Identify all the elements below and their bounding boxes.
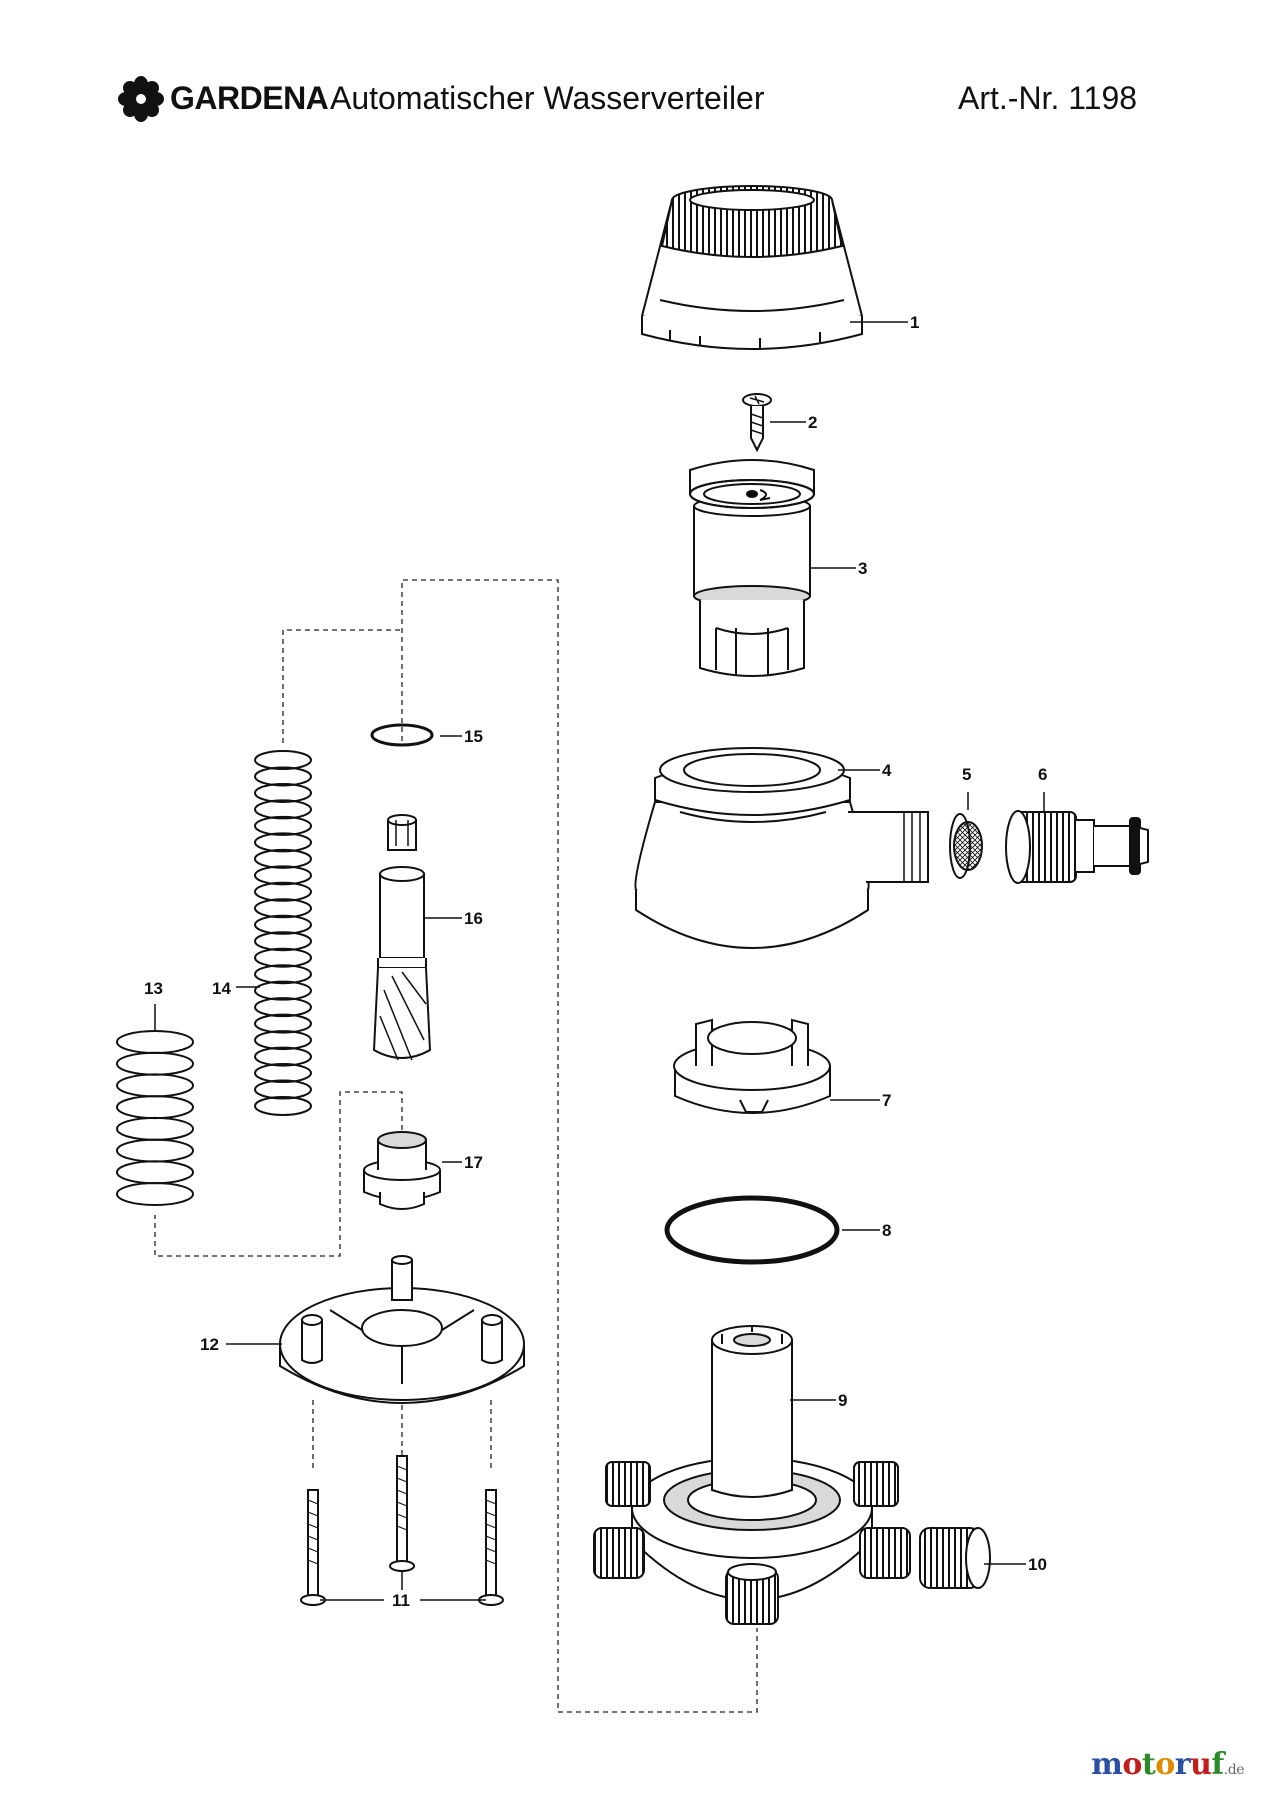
screw-right: [478, 1489, 504, 1606]
spring13-coil: [116, 1160, 194, 1185]
spring13-coil: [116, 1116, 194, 1141]
spring13-coil: [116, 1051, 194, 1076]
callout-labels: 1 2 3 4 5 6 7 8 9 10 11 12 13 14 15 16 1…: [144, 313, 1047, 1610]
callout-14: 14: [212, 979, 231, 998]
part-5-filter: [949, 813, 983, 879]
callout-16: 16: [464, 909, 483, 928]
spring14-coil: [254, 799, 312, 820]
part-15-o-ring: [370, 723, 434, 747]
spring14-coil: [254, 848, 312, 869]
spring13-coil: [116, 1073, 194, 1098]
part-14-spring: [254, 750, 312, 1116]
spring14-coil: [254, 1013, 312, 1034]
spring14-coil: [254, 997, 312, 1018]
watermark-text: motoruf: [1091, 1747, 1224, 1782]
part-9-base-distributor: [593, 1325, 911, 1625]
spring14-coil: [254, 766, 312, 787]
brand-name: GARDENA: [170, 80, 329, 116]
spring14-coil: [254, 964, 312, 985]
callout-5: 5: [962, 765, 971, 784]
spring14-coil: [254, 782, 312, 803]
part-11-screws: [300, 1455, 504, 1606]
part-7-cam-ring: [673, 1018, 831, 1114]
part-10-cap: [919, 1527, 991, 1589]
gardena-logo-icon: [118, 76, 164, 122]
callout-12: 12: [200, 1335, 219, 1354]
spring14-coil: [254, 1063, 312, 1084]
spring14-coil: [254, 898, 312, 919]
part-13-spring: [116, 1030, 194, 1206]
spring13-coil: [116, 1138, 194, 1163]
spring13-coil: [116, 1030, 194, 1054]
callout-11: 11: [392, 1591, 410, 1610]
callout-6: 6: [1038, 765, 1047, 784]
watermark: motoruf.de: [1091, 1747, 1244, 1782]
page-title: Automatischer Wasserverteiler: [330, 80, 765, 116]
part-17-bushing: [363, 1131, 441, 1210]
callout-2: 2: [808, 413, 817, 432]
callout-9: 9: [838, 1391, 847, 1410]
callout-3: 3: [858, 559, 867, 578]
spring14-coil: [254, 1046, 312, 1067]
assembly-paths: [154, 579, 758, 1713]
callout-7: 7: [882, 1091, 891, 1110]
callout-15: 15: [464, 727, 483, 746]
part-12-base-plate: [279, 1255, 525, 1404]
spring14-coil: [254, 1030, 312, 1051]
spring14-coil: [254, 931, 312, 952]
callout-10: 10: [1028, 1555, 1047, 1574]
spring13-coil: [116, 1095, 194, 1120]
part-4-housing: [634, 747, 929, 949]
article-number: Art.-Nr. 1198: [958, 80, 1138, 116]
callout-17: 17: [464, 1153, 483, 1172]
spring14-coil: [254, 980, 312, 1001]
header: GARDENA Automatischer Wasserverteiler Ar…: [0, 0, 1272, 140]
spring14-coil: [254, 832, 312, 853]
watermark-suffix: .de: [1223, 1762, 1245, 1778]
spring14-coil: [254, 1096, 312, 1116]
spring14-coil: [254, 914, 312, 935]
leader-lines: [154, 321, 1045, 1601]
screw-left: [300, 1489, 326, 1606]
callout-13: 13: [144, 979, 163, 998]
spring14-coil: [254, 815, 312, 836]
spring14-coil: [254, 881, 312, 902]
callout-8: 8: [882, 1221, 891, 1240]
part-1-cover: [640, 185, 864, 350]
callout-4: 4: [882, 761, 892, 780]
part-3-control-unit: [689, 459, 815, 677]
part-8-o-ring: [664, 1195, 840, 1265]
spring14-coil: [254, 947, 312, 968]
spring14-coil: [254, 865, 312, 886]
part-6-connector: [1005, 810, 1149, 884]
part-2-screw: [742, 393, 772, 453]
screw-center: [389, 1455, 415, 1572]
callout-1: 1: [910, 313, 919, 332]
part-16-piston: [372, 814, 432, 1061]
spring14-coil: [254, 1079, 312, 1100]
spring13-coil: [116, 1182, 194, 1206]
spring14-coil: [254, 750, 312, 770]
